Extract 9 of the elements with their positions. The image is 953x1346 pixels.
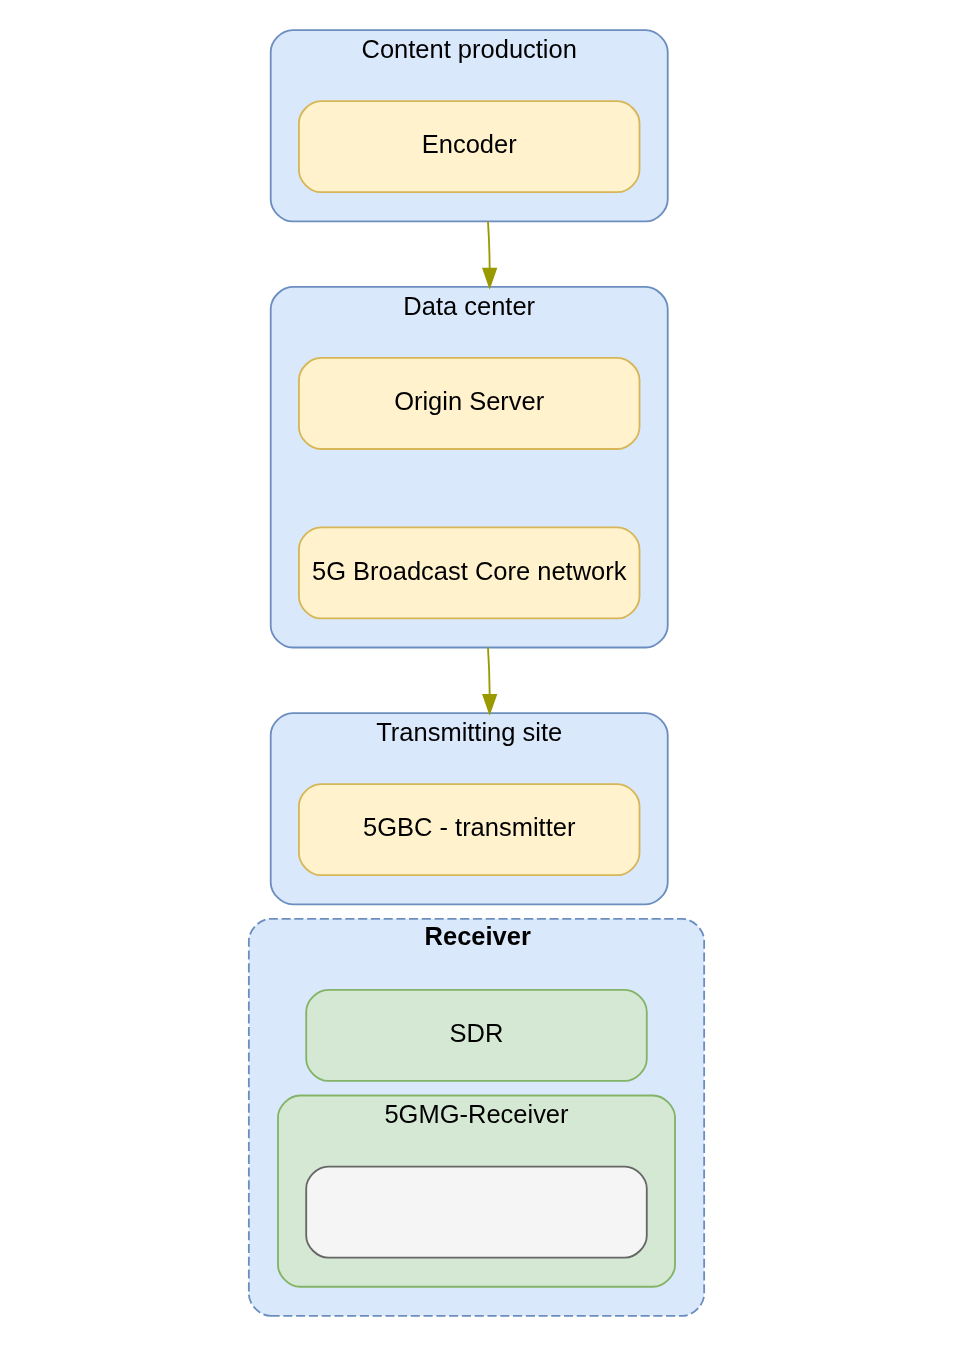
node-box: [305, 1165, 648, 1259]
node-box: Origin Server: [298, 357, 641, 450]
cluster: 5GMG-Receiver: [277, 1094, 676, 1288]
node-box: 5GBC - transmitter: [298, 783, 641, 877]
node-box: Encoder: [298, 100, 641, 194]
arrow: [482, 220, 498, 290]
node-box: 5G Broadcast Core network: [298, 526, 641, 620]
arrow: [482, 646, 498, 716]
node-box: SDR: [305, 988, 648, 1082]
